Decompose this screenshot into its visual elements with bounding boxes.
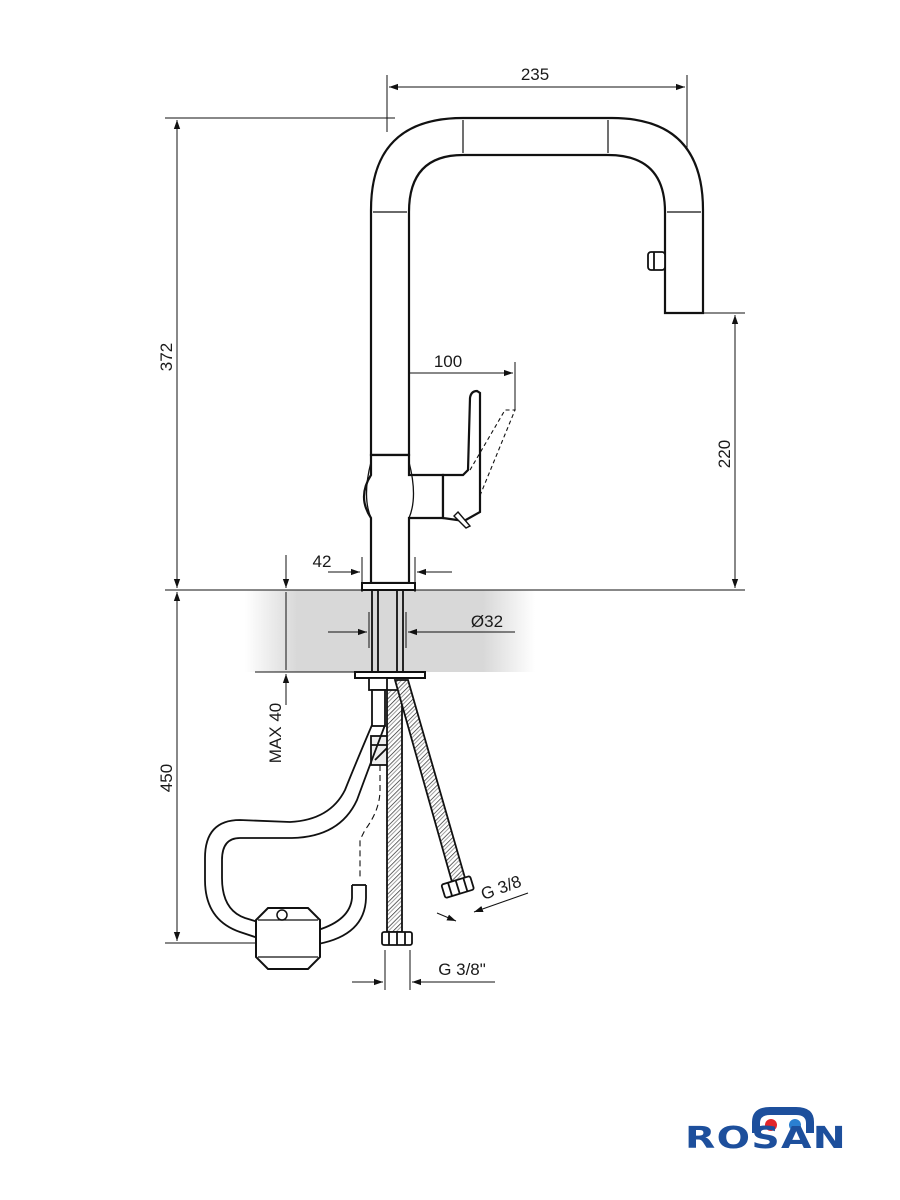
valve-body bbox=[362, 453, 445, 585]
spout-marks bbox=[373, 120, 701, 213]
dim-outlet-height: 220 bbox=[715, 440, 734, 468]
pullout-hose bbox=[204, 724, 386, 945]
extension-lines bbox=[165, 75, 745, 990]
dim-connection-hot: G 3/8 bbox=[478, 872, 524, 904]
dim-below-counter-length: 450 bbox=[157, 764, 176, 792]
hose-connector-hot bbox=[440, 875, 475, 899]
spray-button bbox=[647, 251, 666, 271]
dim-spout-reach: 235 bbox=[521, 65, 549, 84]
handle-lever-open-position bbox=[469, 409, 516, 499]
logo-cold-dot-icon bbox=[789, 1119, 801, 1131]
rosan-logo: ROSAN bbox=[685, 1107, 847, 1156]
countertop bbox=[245, 590, 535, 672]
mounting-plate bbox=[354, 671, 426, 679]
logo-arch-icon bbox=[752, 1107, 814, 1133]
dim-hole-diameter: Ø32 bbox=[471, 612, 503, 631]
hose-connector-cold bbox=[381, 931, 413, 946]
mounting-nut bbox=[368, 677, 392, 766]
handle-lever bbox=[441, 389, 482, 529]
base-ring bbox=[361, 582, 416, 591]
dim-base-diameter: 42 bbox=[313, 552, 332, 571]
logo-hot-dot-icon bbox=[765, 1119, 777, 1131]
logo-text: ROSAN bbox=[685, 1121, 847, 1156]
dim-max-counter-thickness: MAX 40 bbox=[266, 703, 285, 763]
dim-connection-cold: G 3/8" bbox=[438, 960, 486, 979]
hose-weight bbox=[255, 907, 321, 970]
dim-lever-reach: 100 bbox=[434, 352, 462, 371]
hose-hidden-line bbox=[359, 765, 381, 880]
supply-hose-cold bbox=[386, 689, 403, 933]
shank bbox=[371, 590, 404, 672]
supply-hose-hot bbox=[393, 679, 467, 884]
dim-total-height: 372 bbox=[157, 343, 176, 371]
faucet-spout bbox=[369, 116, 705, 457]
